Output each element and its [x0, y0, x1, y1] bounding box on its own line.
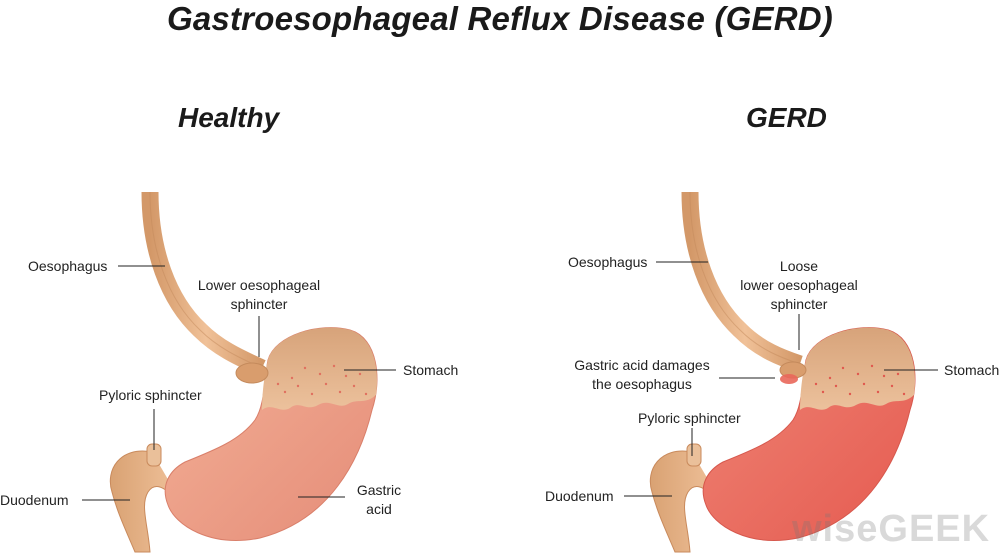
healthy-duodenum	[109, 450, 181, 553]
healthy-les	[235, 362, 269, 384]
label-healthy-stomach: Stomach	[403, 362, 459, 378]
label-healthy-les-line1: Lower oesophageal	[197, 277, 321, 293]
healthy-acid-speckles	[276, 364, 368, 396]
label-healthy-les: Lower oesophageal sphincter	[188, 276, 330, 314]
label-healthy-acid-line2: acid	[366, 501, 392, 517]
label-gerd-damage-line2: the oesophagus	[592, 376, 692, 392]
label-gerd-les: Loose lower oesophageal sphincter	[728, 257, 870, 314]
label-gerd-duodenum: Duodenum	[545, 488, 614, 504]
label-healthy-duodenum: Duodenum	[0, 492, 69, 508]
label-healthy-les-line2: sphincter	[230, 296, 288, 312]
label-healthy-oesophagus: Oesophagus	[28, 258, 108, 274]
gerd-duodenum	[649, 450, 721, 553]
gerd-fundus	[800, 327, 915, 410]
healthy-stomach-group	[82, 191, 396, 553]
label-healthy-acid-line1: Gastric	[356, 482, 402, 498]
heading-healthy: Healthy	[178, 102, 280, 133]
label-gerd-les-line2: lower oesophageal	[740, 277, 858, 293]
label-gerd-pyloric: Pyloric sphincter	[638, 410, 741, 426]
label-gerd-les-line1: Loose	[779, 258, 819, 274]
watermark-logo: wiseGEEK	[792, 508, 991, 550]
label-gerd-oesophagus: Oesophagus	[568, 254, 648, 270]
gerd-acid-speckles	[814, 364, 906, 396]
label-gerd-acid-damage: Gastric acid damages the oesophagus	[566, 356, 718, 394]
gerd-stomach-group	[624, 191, 938, 553]
label-gerd-damage-line1: Gastric acid damages	[574, 357, 710, 373]
diagram-title: Gastroesophageal Reflux Disease (GERD)	[167, 0, 833, 37]
label-healthy-pyloric: Pyloric sphincter	[99, 387, 202, 403]
gerd-pyloric	[686, 443, 702, 467]
healthy-fundus	[262, 327, 377, 410]
heading-gerd: GERD	[746, 102, 827, 133]
gerd-reflux	[780, 374, 798, 384]
label-gerd-les-line3: sphincter	[770, 296, 828, 312]
label-gerd-stomach: Stomach	[944, 362, 1000, 378]
label-healthy-gastric-acid: Gastric acid	[348, 481, 410, 519]
